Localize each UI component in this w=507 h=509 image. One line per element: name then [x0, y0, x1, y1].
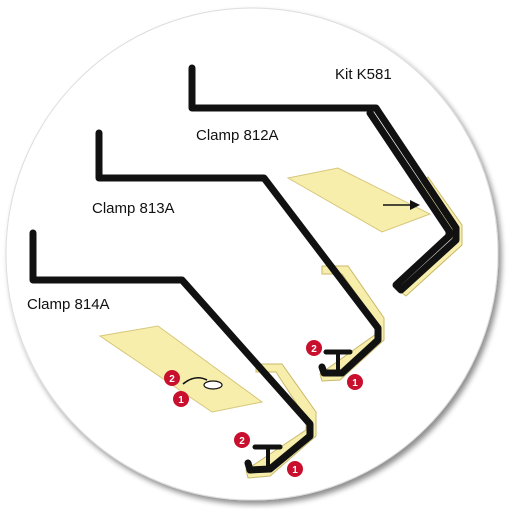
background-disc	[5, 7, 499, 501]
callout-1-clamp-813a: 1	[347, 374, 363, 390]
clamp-814a-pad-hole-large	[203, 380, 223, 390]
clamp-814a-pad	[98, 325, 264, 413]
arrow-head-icon	[410, 200, 420, 210]
clamp-812a-wire	[188, 64, 460, 294]
clamp-813a	[95, 129, 385, 382]
clamp-813a-label: Clamp 813A	[92, 200, 175, 217]
svg-text:1: 1	[292, 465, 298, 476]
clamp-812a-label: Clamp 812A	[196, 127, 279, 144]
kit-label: Kit K581	[335, 66, 392, 83]
clamp-812a-pad	[286, 167, 432, 233]
clamp-814a-pad-hole-slot	[182, 376, 208, 385]
callout-2-clamp-814a-pad: 2	[164, 370, 180, 386]
clamp-812a	[188, 64, 463, 297]
svg-text:1: 1	[352, 378, 358, 389]
callout-2-clamp-814a: 2	[234, 432, 250, 448]
clamp-814a-label: Clamp 814A	[27, 296, 110, 313]
callout-1-clamp-814a-pad: 1	[173, 391, 189, 407]
svg-text:2: 2	[311, 344, 317, 355]
clamp-814a-wire	[29, 229, 314, 474]
svg-text:1: 1	[178, 395, 184, 406]
callout-1-clamp-814a: 1	[287, 461, 303, 477]
clamp-814a	[29, 229, 317, 479]
callout-2-clamp-813a: 2	[306, 340, 322, 356]
clamp-813a-wire	[95, 129, 382, 377]
svg-text:2: 2	[239, 436, 245, 447]
svg-text:2: 2	[169, 374, 175, 385]
